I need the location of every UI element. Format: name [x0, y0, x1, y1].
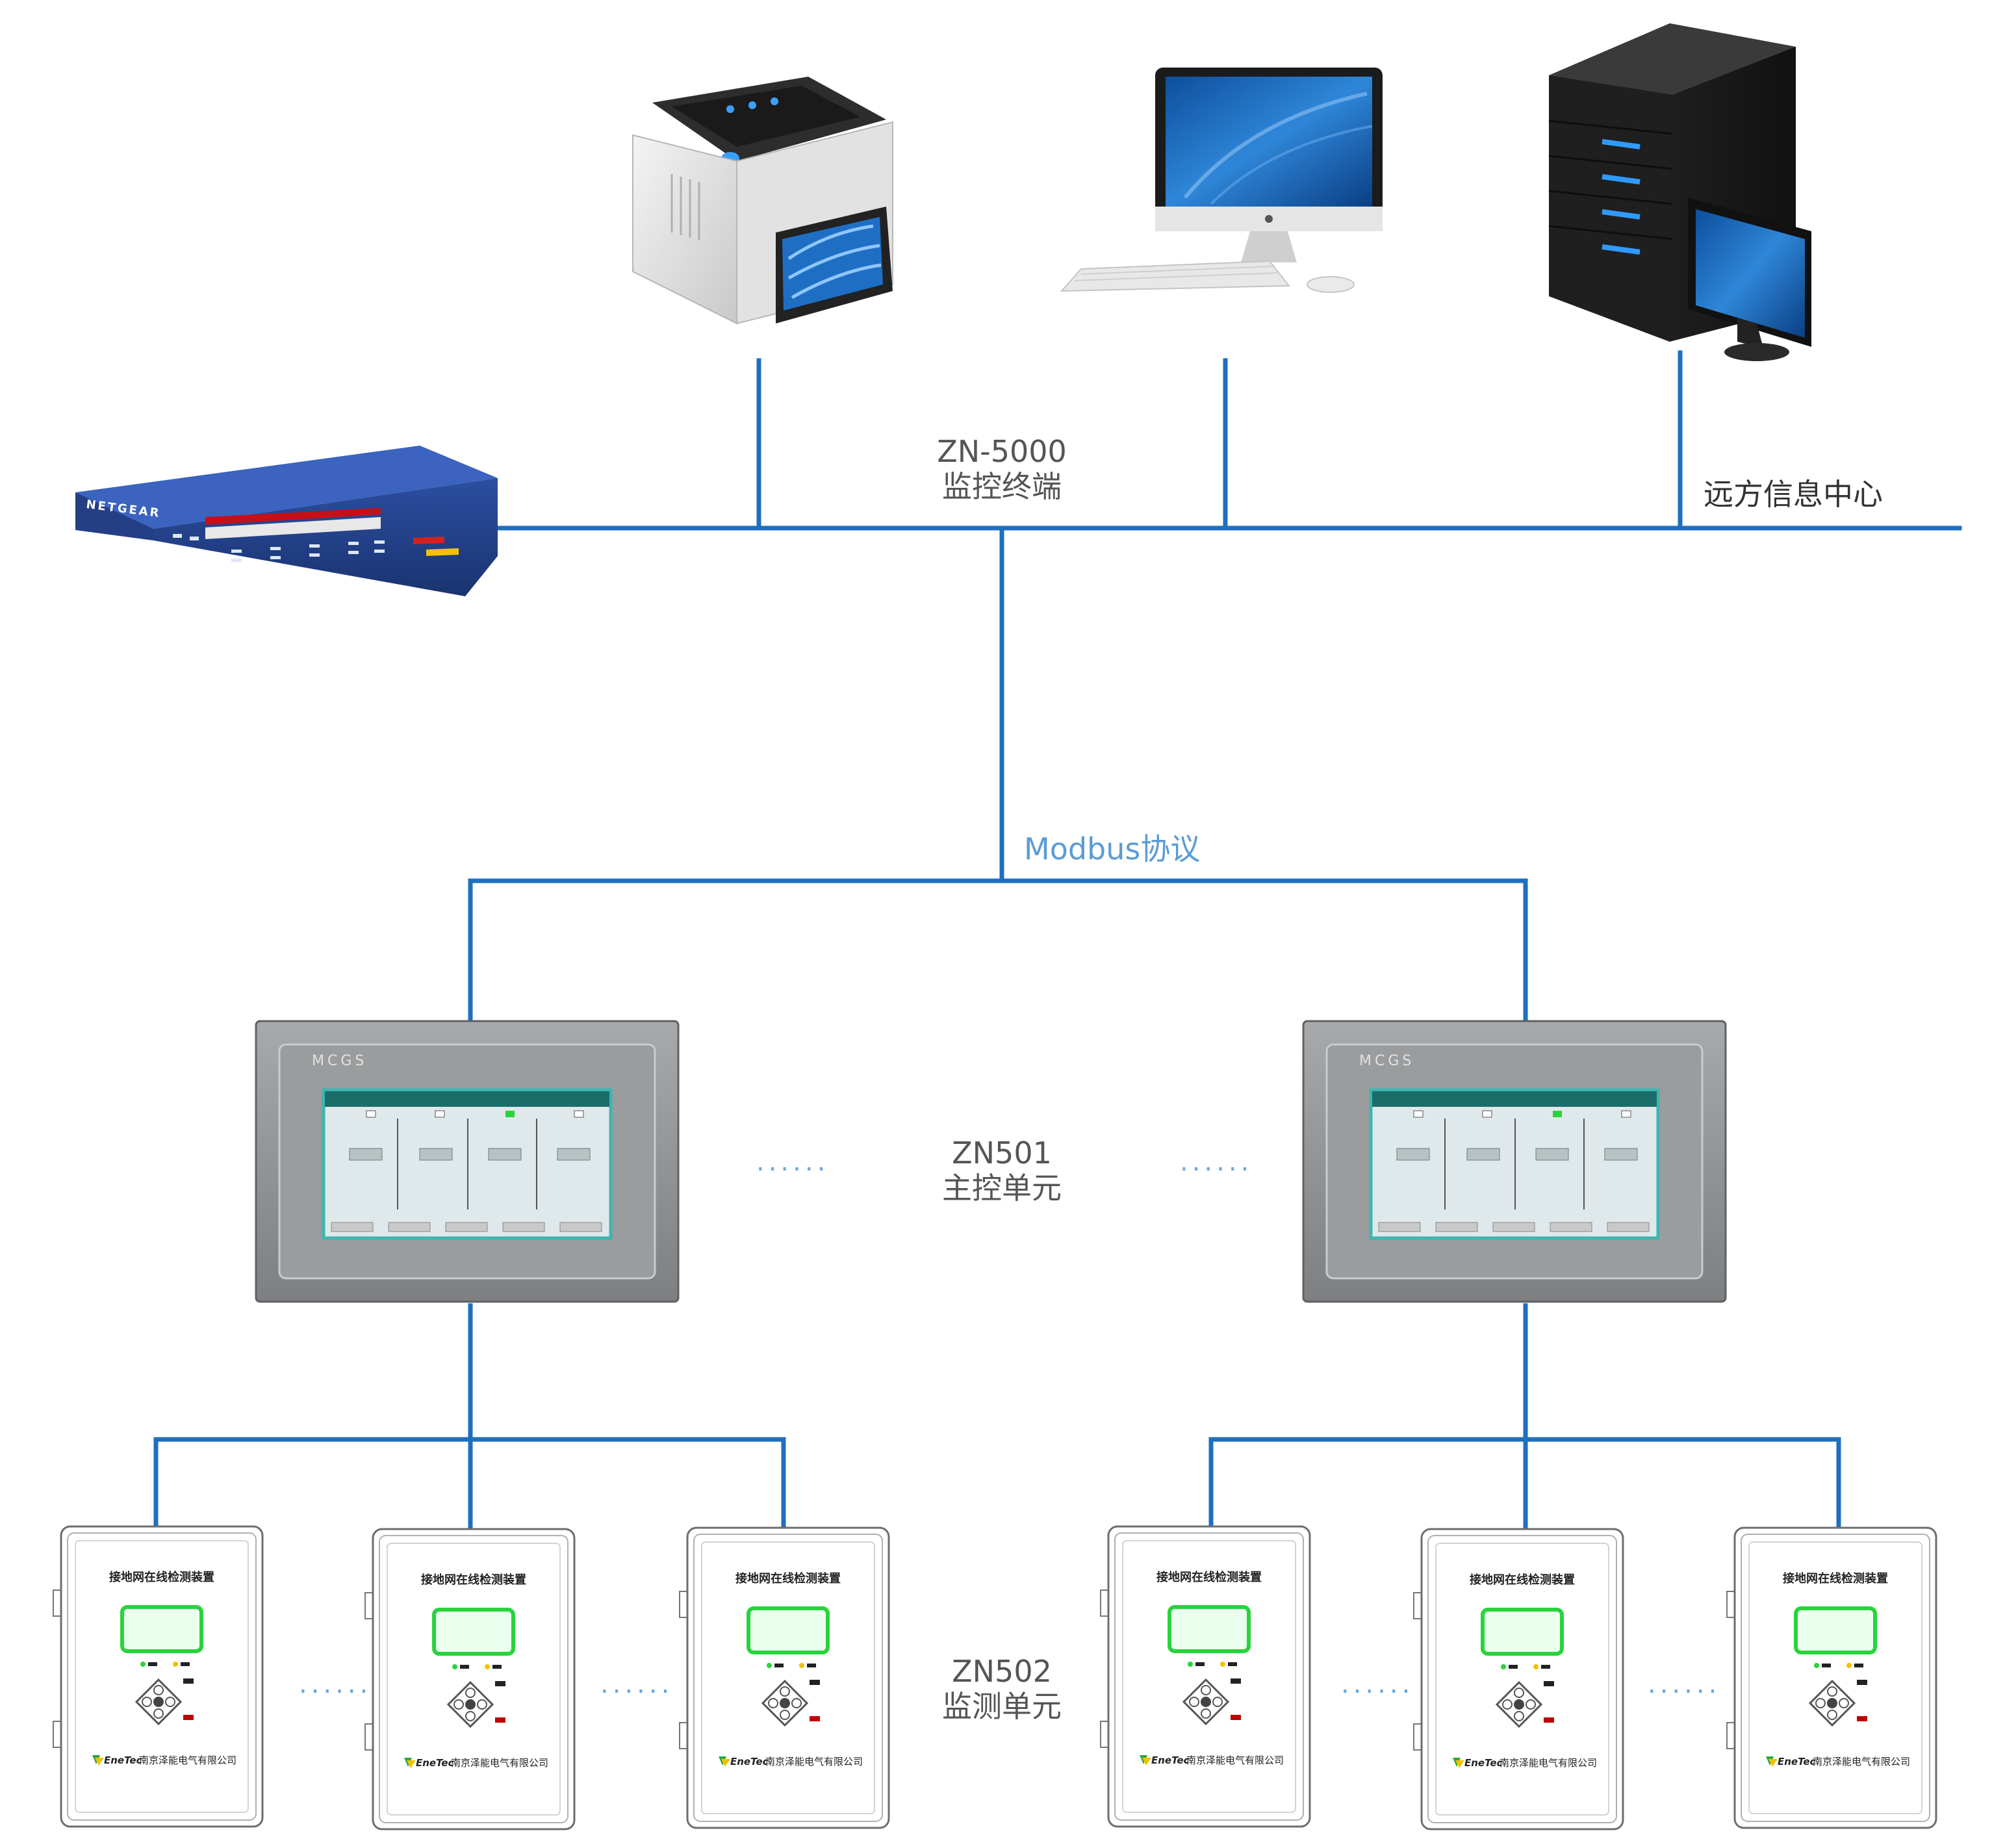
- monitor-device-company: 南京泽能电气有限公司: [765, 1756, 863, 1767]
- ellipsis-marker: ......: [1341, 1669, 1414, 1699]
- monitor-device-company: 南京泽能电气有限公司: [1186, 1754, 1284, 1766]
- touch-panel-icon: [256, 1021, 678, 1302]
- monitor-device-title: 接地网在线检测装置: [1783, 1571, 1888, 1586]
- monitor-device-logo: EneTec: [1778, 1756, 1816, 1767]
- desktop-computer-icon: [1060, 68, 1383, 293]
- ellipsis-marker: ......: [600, 1669, 674, 1699]
- printer-icon: [632, 77, 893, 325]
- ellipsis-marker: ......: [1648, 1669, 1721, 1699]
- monitor-device-title: 接地网在线检测装置: [1156, 1570, 1262, 1584]
- monitor-device-title: 接地网在线检测装置: [421, 1573, 526, 1587]
- ellipsis-marker: ......: [1180, 1147, 1253, 1177]
- monitor-device-logo: EneTec: [1151, 1754, 1190, 1766]
- monitor-device-logo: EneTec: [416, 1757, 454, 1769]
- monitor-device-company: 南京泽能电气有限公司: [139, 1754, 236, 1766]
- server-icon: [1548, 23, 1811, 361]
- ellipsis-marker: ......: [756, 1147, 830, 1177]
- monitor-unit-code: ZN502: [952, 1654, 1052, 1689]
- terminal-code: ZN-5000: [937, 434, 1067, 469]
- main-unit-name: 主控单元: [942, 1171, 1062, 1206]
- monitor-device-company: 南京泽能电气有限公司: [1813, 1756, 1910, 1767]
- ellipsis-marker: ......: [299, 1669, 372, 1699]
- monitor-device-logo: EneTec: [1464, 1757, 1503, 1769]
- monitor-device-company: 南京泽能电气有限公司: [1500, 1757, 1597, 1769]
- monitor-device-company: 南京泽能电气有限公司: [451, 1757, 548, 1769]
- protocol-label: Modbus协议: [1024, 831, 1201, 867]
- monitor-unit-name: 监测单元: [942, 1689, 1062, 1724]
- network-switch-icon: NETGEAR: [75, 446, 498, 596]
- monitor-device-logo: EneTec: [730, 1756, 769, 1767]
- network-lines: [153, 350, 1962, 1529]
- terminal-name: 监控终端: [942, 469, 1062, 504]
- monitor-device-title: 接地网在线检测装置: [1470, 1573, 1575, 1587]
- touch-panel-icon: [1303, 1021, 1726, 1302]
- monitor-device-logo: EneTec: [104, 1754, 142, 1766]
- main-unit-label: ZN501 主控单元: [891, 1135, 1112, 1206]
- monitor-unit-label: ZN502 监测单元: [891, 1654, 1112, 1724]
- terminal-label: ZN-5000 监控终端: [891, 434, 1112, 504]
- remote-center-label: 远方信息中心: [1704, 477, 1883, 512]
- main-unit-code: ZN501: [952, 1135, 1052, 1171]
- monitor-device-title: 接地网在线检测装置: [109, 1570, 214, 1584]
- monitor-device-title: 接地网在线检测装置: [735, 1571, 841, 1586]
